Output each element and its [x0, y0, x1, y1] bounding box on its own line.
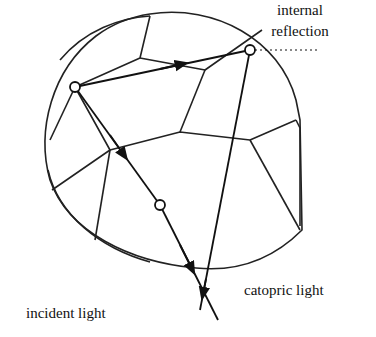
callout-label: catopric light: [244, 280, 364, 301]
callout-label: incident light: [26, 303, 146, 324]
callout-label: internal reflection: [254, 0, 346, 42]
